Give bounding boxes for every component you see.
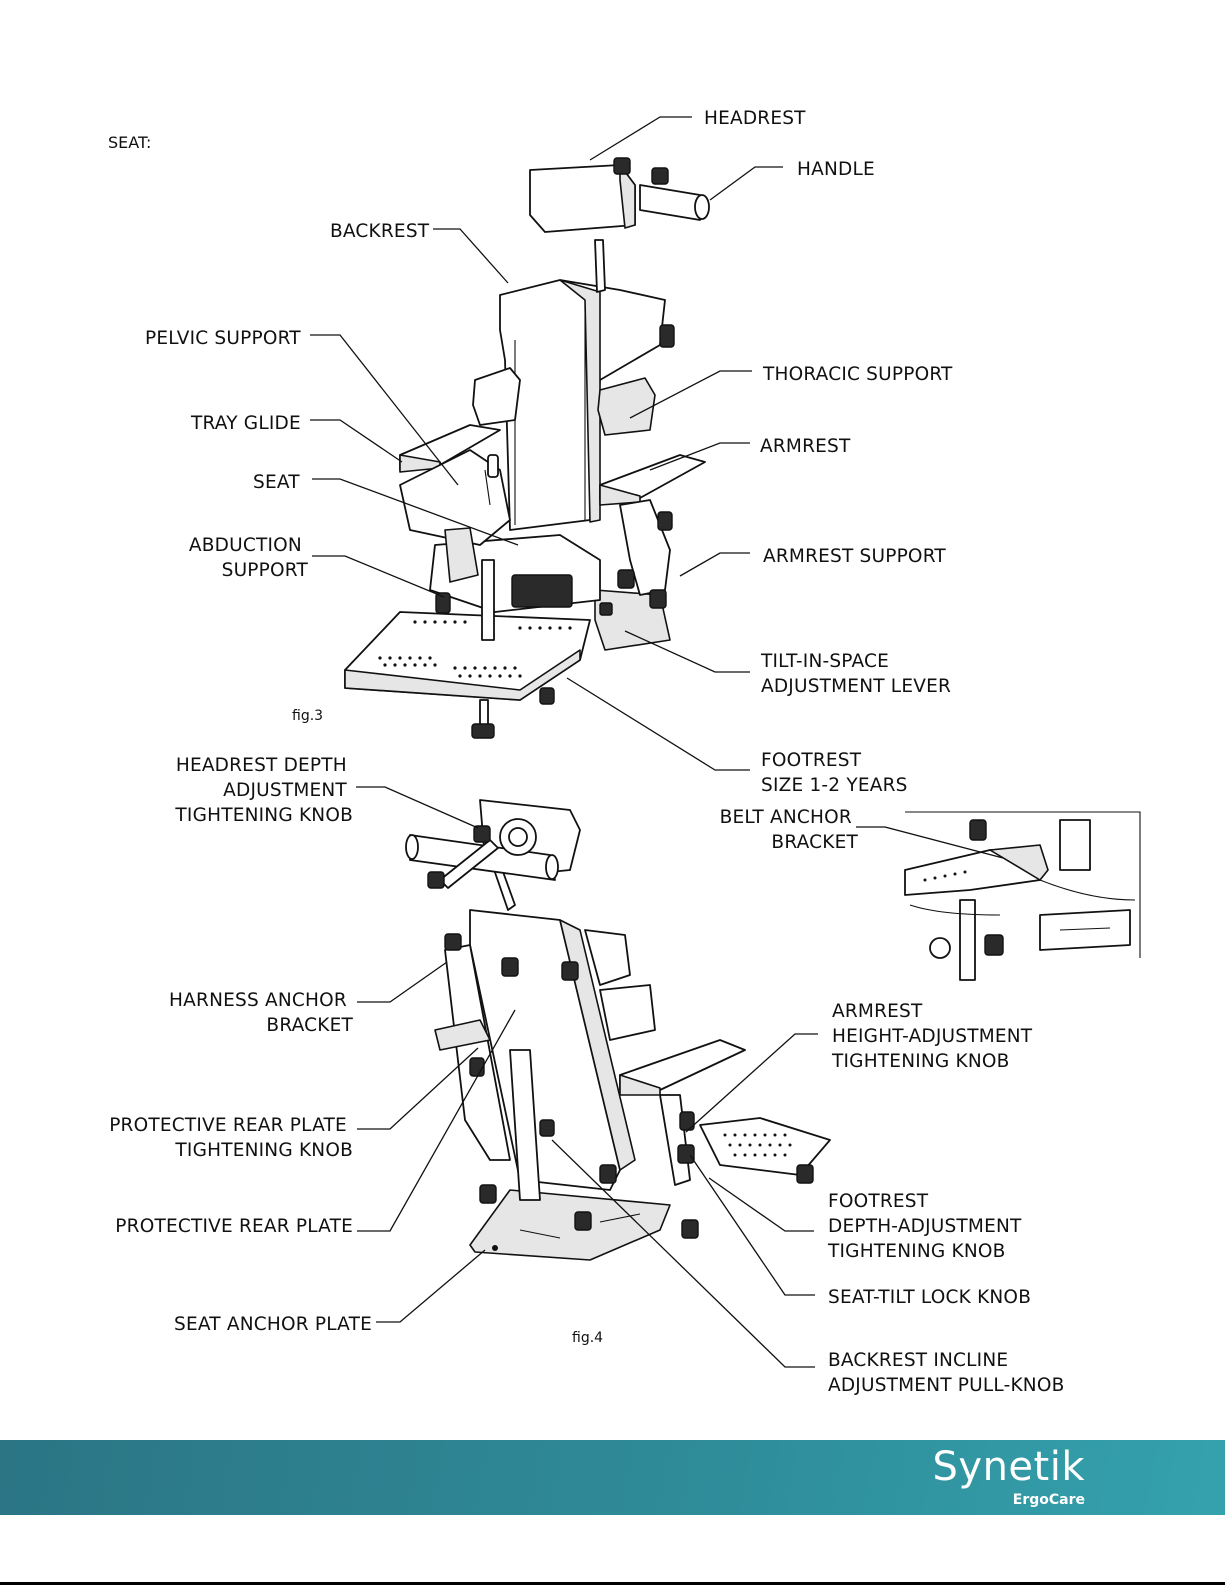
label-armrest-height-knob: ARMREST HEIGHT-ADJUSTMENT TIGHTENING KNO… [831, 1001, 1038, 1072]
label-tray-glide: TRAY GLIDE [190, 413, 301, 434]
brand-subtitle: ErgoCare [1012, 1492, 1085, 1508]
label-handle: HANDLE [797, 159, 875, 180]
label-footrest-depth-knob: FOOTREST DEPTH-ADJUSTMENT TIGHTENING KNO… [827, 1191, 1028, 1262]
label-abduction-support: ABDUCTION SUPPORT [189, 535, 309, 581]
section-title: SEAT: [108, 133, 151, 152]
bottom-rule [0, 1582, 1225, 1585]
brand-logo: Synetik [932, 1444, 1085, 1490]
belt-anchor-inset [904, 811, 1141, 981]
label-backrest: BACKREST [330, 221, 430, 242]
fig3-caption: fig.3 [292, 708, 323, 724]
label-seat-tilt-lock-knob: SEAT-TILT LOCK KNOB [828, 1287, 1031, 1308]
label-thoracic-support: THORACIC SUPPORT [762, 364, 953, 385]
label-pelvic-support: PELVIC SUPPORT [145, 328, 301, 349]
label-footrest-size: FOOTREST SIZE 1-2 YEARS [761, 750, 908, 796]
label-harness-anchor-bracket: HARNESS ANCHOR BRACKET [169, 990, 353, 1036]
fig4-chair-illustration [405, 799, 831, 1261]
label-armrest-support: ARMREST SUPPORT [763, 546, 946, 567]
label-belt-anchor-bracket: BELT ANCHOR BRACKET [720, 807, 859, 853]
label-protective-rear-plate: PROTECTIVE REAR PLATE [115, 1216, 353, 1237]
label-seat: SEAT [253, 472, 300, 493]
label-headrest-depth-knob: HEADREST DEPTH ADJUSTMENT TIGHTENING KNO… [174, 755, 353, 826]
fig4-caption: fig.4 [572, 1330, 603, 1346]
label-seat-anchor-plate: SEAT ANCHOR PLATE [174, 1314, 372, 1335]
label-backrest-incline-knob: BACKREST INCLINE ADJUSTMENT PULL-KNOB [828, 1350, 1065, 1396]
fig3-chair-illustration [344, 157, 710, 739]
leader-lines [310, 116, 1004, 1368]
label-armrest: ARMREST [760, 436, 851, 457]
label-tilt-in-space: TILT-IN-SPACE ADJUSTMENT LEVER [760, 651, 951, 697]
footer-band: Synetik ErgoCare [0, 1440, 1225, 1515]
footrest-platform [344, 611, 591, 739]
label-protective-plate-knob: PROTECTIVE REAR PLATE TIGHTENING KNOB [109, 1115, 353, 1161]
label-headrest: HEADREST [704, 108, 806, 129]
